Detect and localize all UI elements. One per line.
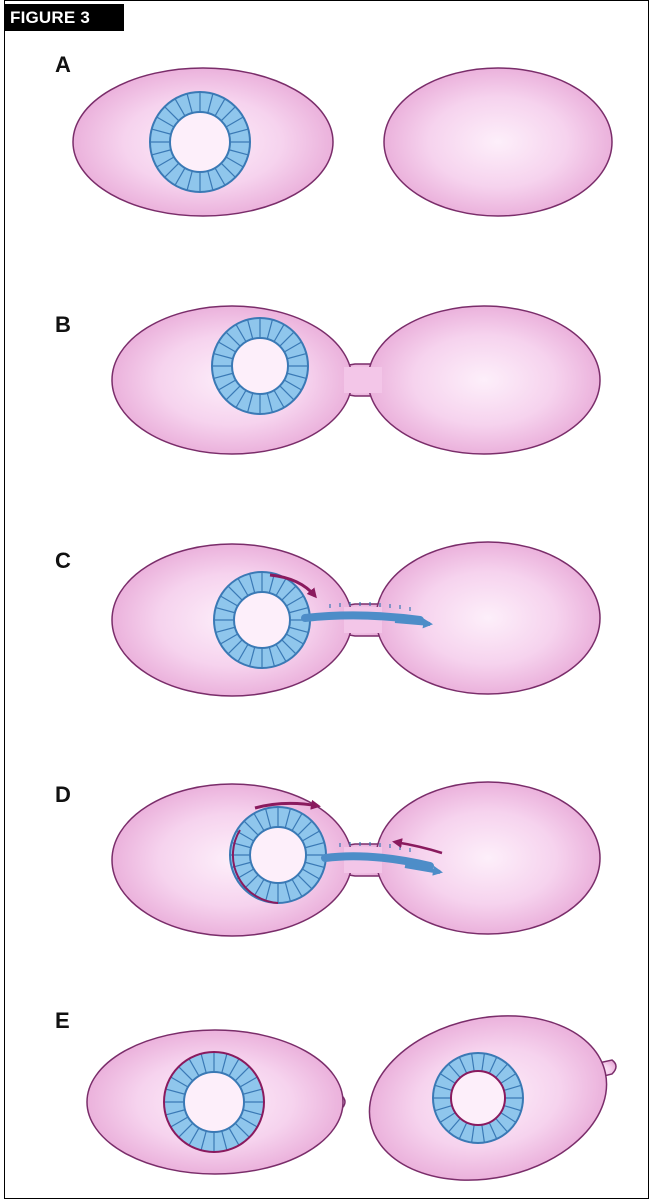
panel-c — [112, 542, 600, 696]
plasmid-icon — [230, 807, 326, 903]
panel-d — [112, 782, 600, 936]
plasmid-icon — [433, 1053, 523, 1143]
panel-e — [87, 995, 622, 1200]
panel-b — [112, 306, 600, 454]
recipient-cell — [384, 68, 612, 216]
plasmid-icon — [214, 572, 310, 668]
plasmid-icon — [212, 318, 308, 414]
recipient-cell — [368, 306, 600, 454]
panel-a — [73, 68, 612, 216]
plasmid-icon — [164, 1052, 264, 1152]
transfer-strand — [305, 615, 420, 620]
plasmid-icon — [150, 92, 250, 192]
